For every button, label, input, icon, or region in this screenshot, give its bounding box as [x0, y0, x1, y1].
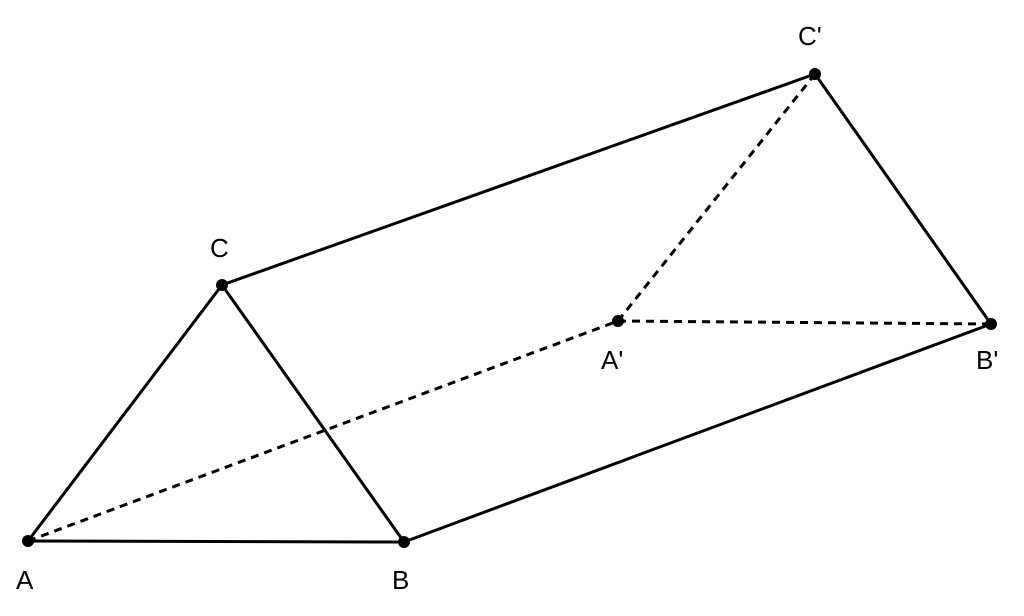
edge-aa1 — [27, 319, 619, 543]
vertex-b1-label: B' — [976, 345, 998, 375]
vertex-a1-label: A' — [601, 345, 623, 375]
vertex-a-dot — [22, 535, 34, 547]
edge-bc — [220, 283, 406, 544]
prism-edges — [26, 72, 993, 544]
vertex-b-dot — [398, 536, 410, 548]
edge-ac — [26, 283, 224, 543]
edge-cc1 — [220, 72, 817, 287]
vertex-c-dot — [216, 279, 228, 291]
prism-labels: A B C A' B' C' — [16, 21, 998, 595]
vertex-b-label: B — [392, 565, 409, 595]
edge-a1c1 — [616, 73, 817, 322]
edge-ab — [26, 539, 406, 544]
vertex-c1-dot — [809, 68, 821, 80]
edge-c1b1 — [813, 72, 993, 326]
vertex-a-label: A — [16, 565, 34, 595]
vertex-c1-label: C' — [798, 21, 822, 51]
prism-vertices — [22, 68, 997, 548]
edge-bb1 — [402, 322, 993, 544]
vertex-b1-dot — [985, 318, 997, 330]
vertex-c-label: C — [210, 233, 229, 263]
edge-a1b1 — [617, 319, 992, 326]
vertex-a1-dot — [612, 315, 624, 327]
